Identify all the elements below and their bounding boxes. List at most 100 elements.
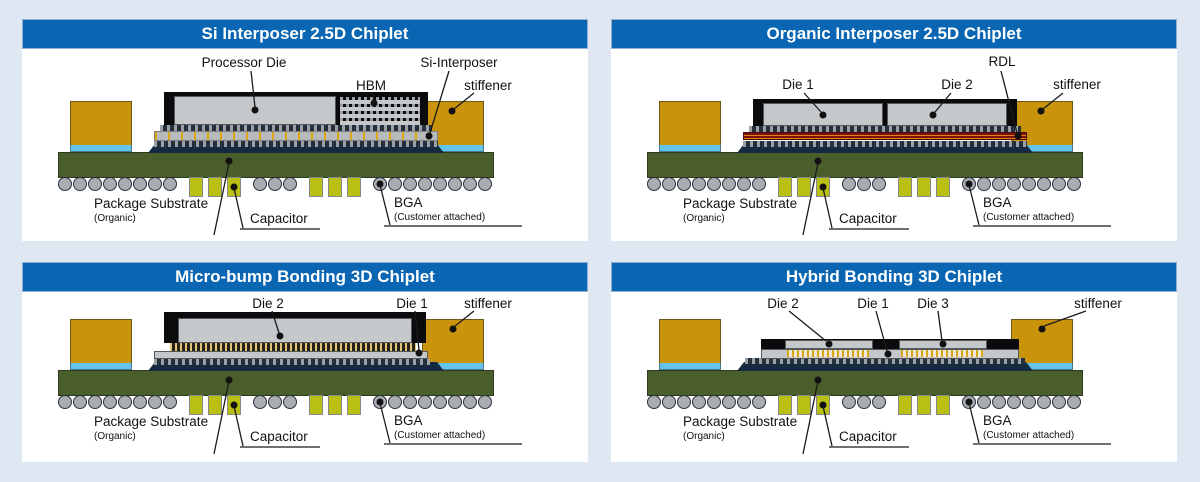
capacitor [347,177,361,197]
label-stiffener: stiffener [464,78,512,93]
stiffener-body [1011,319,1073,363]
bga-ball [1067,395,1081,409]
bga-ball [118,177,132,191]
stiffener-adhesive [659,145,721,152]
stiffener-body [659,101,721,145]
label-package-substrate-sub: (Organic) [94,431,136,442]
package-substrate [647,370,1083,396]
capacitor [208,395,222,415]
label-bga-sub: (Customer attached) [394,430,486,441]
label-si-interposer: Si-Interposer [420,55,498,70]
label-package-substrate-sub: (Organic) [683,431,725,442]
bga-ball [73,395,87,409]
bga-ball-group [58,395,177,409]
bga-ball [647,177,661,191]
stiffener-left [70,319,132,370]
underfill-layer [737,362,1033,371]
bga-ball [283,177,297,191]
die-3 [899,340,987,349]
bga-ball [1067,177,1081,191]
bga-capacitor-row [58,395,494,415]
capacitor [778,395,792,415]
bga-ball [388,395,402,409]
bga-ball [857,395,871,409]
capacitor [189,395,203,415]
hbm-bump-row [340,104,420,107]
hbm-bump-row [340,111,420,114]
label-stiffener: stiffener [1074,296,1122,311]
bga-ball [722,177,736,191]
hbm-die-layer [340,107,420,111]
bga-ball [647,395,661,409]
bga-ball [677,395,691,409]
label-bga: BGA [983,413,1012,428]
bga-ball-group [373,177,492,191]
capacitor [917,177,931,197]
bga-ball [842,177,856,191]
label-package-substrate-sub: (Organic) [94,213,136,224]
tsv-pillars-left [787,350,869,357]
bga-capacitor-row [647,395,1083,415]
capacitor [208,177,222,197]
bga-ball [478,395,492,409]
label-bga: BGA [394,413,423,428]
bga-ball [1022,395,1036,409]
capacitor [917,395,931,415]
bga-ball [1037,395,1051,409]
capacitor [227,395,241,415]
bga-ball [103,395,117,409]
bga-ball-group [253,395,297,409]
label-stiffener: stiffener [1053,77,1101,92]
bga-ball [433,177,447,191]
label-die-2: Die 2 [767,296,799,311]
bga-ball [692,395,706,409]
die-2 [887,103,1007,126]
bga-ball [268,177,282,191]
panel-si-interposer-2-5d: Si Interposer 2.5D Chiplet [22,19,588,241]
stiffener-adhesive [70,145,132,152]
panel-organic-interposer-2-5d: Organic Interposer 2.5D Chiplet [611,19,1177,241]
bga-ball [163,177,177,191]
capacitor [189,177,203,197]
bga-ball [403,177,417,191]
label-die-1: Die 1 [396,296,428,311]
capacitor [936,395,950,415]
bga-ball [163,395,177,409]
stiffener-left [659,319,721,370]
hbm-stack [340,97,420,125]
c4-bump-row [154,141,438,147]
bga-ball [58,177,72,191]
hbm-die-layer [340,121,420,125]
bga-ball [662,395,676,409]
capacitor-group [898,395,950,415]
bga-ball [268,395,282,409]
bga-ball [962,395,976,409]
bga-ball [448,395,462,409]
underfill-layer [737,144,1033,153]
capacitor-group [778,177,830,197]
label-die-2: Die 2 [941,77,973,92]
capacitor [309,177,323,197]
die-2 [785,340,873,349]
bga-ball [403,395,417,409]
bga-ball-group [253,177,297,191]
bga-ball-group [842,395,886,409]
bga-ball [992,177,1006,191]
label-hbm: HBM [356,78,386,93]
label-bga-sub: (Customer attached) [983,212,1075,223]
capacitor-group [898,177,950,197]
bga-ball [707,177,721,191]
microbump-row [160,125,432,131]
bga-ball [872,177,886,191]
bga-ball [857,177,871,191]
bga-ball [373,395,387,409]
bga-ball-group [647,395,766,409]
label-die-2: Die 2 [252,296,284,311]
mold-compound [761,339,1019,349]
c4-bump-row [743,141,1027,147]
processor-die [174,96,336,125]
capacitor [797,395,811,415]
diagram-hybrid-bonding-3d: Die 2 Die 1 Die 3 stiffener Package Subs… [611,292,1177,462]
bga-ball [1052,395,1066,409]
